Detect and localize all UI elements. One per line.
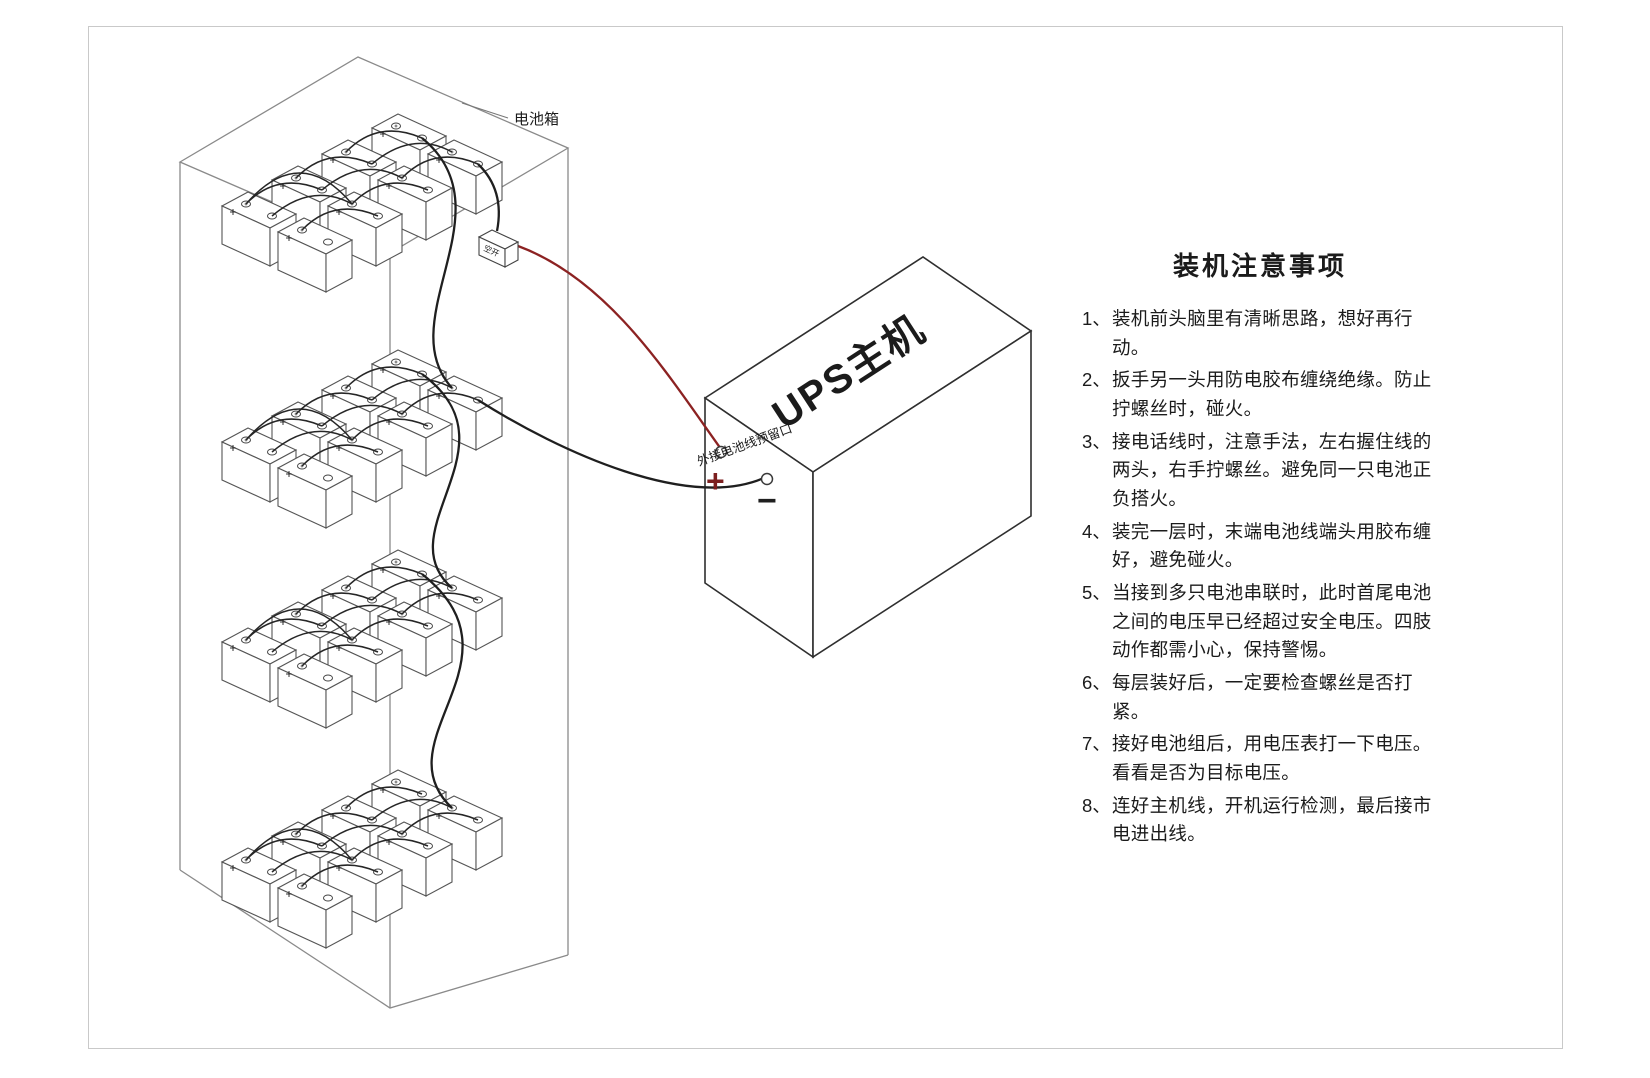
battery-jumper-wire [351,838,429,861]
positive-terminal [714,445,728,459]
note-item: 7、 接好电池组后，用电压表打一下电压。看看是否为目标电压。 [1082,730,1438,787]
note-number: 6、 [1082,672,1111,694]
ups-front-face [812,329,1032,659]
battery-jumper-wire [295,156,373,179]
battery-jumper-wire [245,608,353,641]
battery-jumper-wire [345,366,423,389]
cable-shelf3-shelf4 [421,573,464,809]
note-number: 7、 [1082,733,1111,755]
note-text: 连好主机线，开机运行检测，最后接市电进出线。 [1112,794,1432,845]
cable-to-breaker [477,163,500,232]
battery-jumper-wire [401,812,479,835]
long-cables [421,137,767,809]
note-number: 8、 [1082,794,1111,816]
battery-jumper-wire [271,850,353,873]
note-item: 8、 连好主机线，开机运行检测，最后接市电进出线。 [1082,792,1438,849]
battery-jumper-wire [371,378,453,401]
circuit-breaker: 空开 [477,229,520,268]
note-text: 每层装好后，一定要检查螺丝是否打紧。 [1112,672,1413,722]
note-number: 4、 [1082,520,1111,542]
series-wires [245,130,479,887]
cable-shelf1-shelf2 [421,137,457,389]
notes-title: 装机注意事项 [1172,251,1347,281]
battery-jumper-wire [271,630,353,653]
battery-jumper-wire [301,208,379,231]
cabinet-callout: 电池箱 [461,102,559,128]
cabinet-label: 电池箱 [514,111,559,128]
battery-jumper-wire [271,194,353,217]
note-number: 3、 [1082,430,1111,452]
battery-jumper-wire [371,798,453,821]
note-number: 1、 [1082,308,1111,329]
note-item: 6、 每层装好后，一定要检查螺丝是否打紧。 [1082,669,1438,726]
battery-jumper-wire [401,592,479,615]
note-text: 接电话线时，注意手法，左右握住线的两头，右手拧螺丝。避免同一只电池正负搭火。 [1112,430,1432,510]
battery-jumper-wire [245,408,353,441]
note-text: 接好电池组后，用电压表打一下电压。看看是否为目标电压。 [1112,733,1432,784]
note-text: 装机前头脑里有清晰思路，想好再行动。 [1112,308,1413,358]
note-item: 4、 装完一层时，末端电池线端头用胶布缠好，避免碰火。 [1082,518,1438,575]
ups-main-unit: UPS主机 [703,256,1033,659]
note-number: 2、 [1082,369,1111,391]
battery-jumper-wire [295,812,373,835]
battery-jumper-wire [301,864,379,887]
note-number: 5、 [1082,582,1111,604]
note-item: 3、 接电话线时，注意手法，左右握住线的两头，右手拧螺丝。避免同一只电池正负搭火… [1082,428,1438,514]
battery-jumper-wire [351,418,429,441]
battery-jumper-wire [345,130,423,153]
drawing-border [88,26,1563,1049]
battery-jumper-wire [295,592,373,615]
battery-jumper-wire [245,828,353,861]
battery-jumper-wire [371,142,453,165]
battery-jumper-wire [295,392,373,415]
note-item: 1、 装机前头脑里有清晰思路，想好再行动。 [1082,305,1438,362]
negative-terminal [760,472,774,486]
battery-jumper-wire [371,578,453,601]
minus-sign: − [757,482,777,520]
note-text: 装完一层时，末端电池线端头用胶布缠好，避免碰火。 [1112,520,1432,571]
battery-jumper-wire [271,430,353,453]
note-item: 5、 当接到多只电池串联时，此时首尾电池之间的电压早已经超过安全电压。四肢动作都… [1082,579,1438,665]
negative-cable [477,399,767,489]
plus-sign: + [706,463,725,499]
battery-jumper-wire [345,786,423,809]
battery-jumper-wire [301,644,379,667]
battery-jumper-wire [401,392,479,415]
cable-shelf2-shelf3 [421,373,461,589]
note-text: 当接到多只电池串联时，此时首尾电池之间的电压早已经超过安全电压。四肢动作都需小心… [1112,582,1432,661]
battery-jumper-wire [401,156,479,179]
battery-shelves [221,113,503,949]
note-item: 2、 扳手另一头用防电胶布缠绕绝缘。防止拧螺丝时，碰火。 [1082,366,1438,423]
battery-jumper-wire [301,444,379,467]
battery-jumper-wire [351,618,429,641]
battery-jumper-wire [245,172,353,205]
battery-jumper-wire [351,182,429,205]
note-text: 扳手另一头用防电胶布缠绕绝缘。防止拧螺丝时，碰火。 [1112,369,1432,420]
positive-cable [517,244,722,450]
installation-notes: 装机注意事项 1、 装机前头脑里有清晰思路，想好再行动。 2、 扳手另一头用防电… [1082,246,1438,853]
battery-jumper-wire [345,566,423,589]
